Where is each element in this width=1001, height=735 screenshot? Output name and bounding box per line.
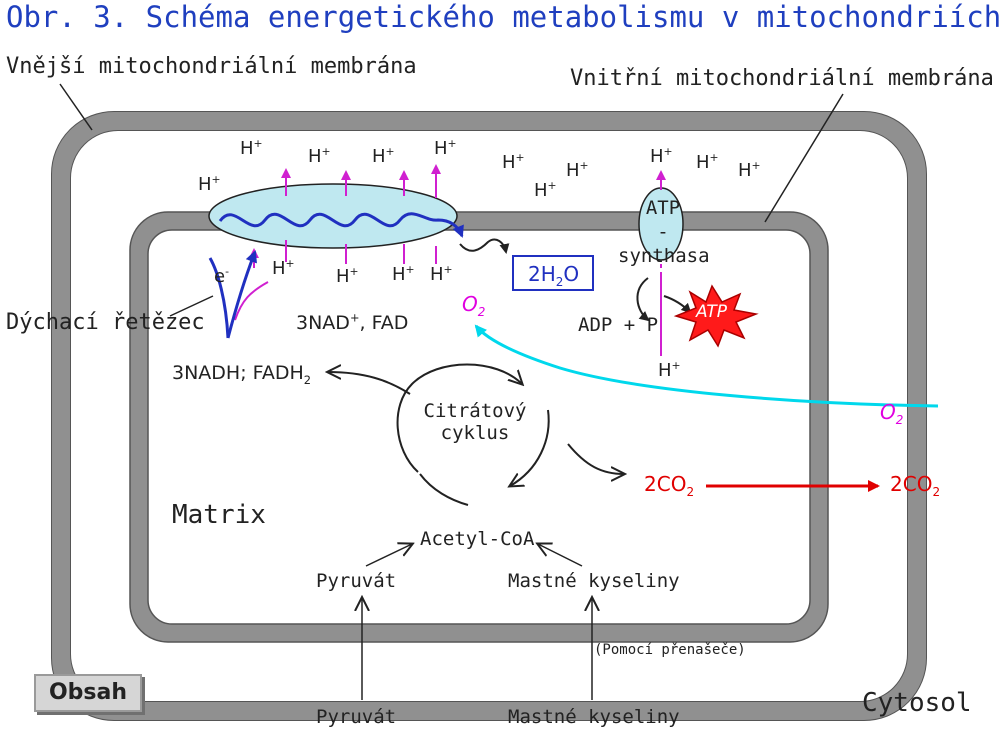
proton-label: H+ (696, 151, 719, 173)
co2-outer-label: 2CO2 (890, 472, 941, 499)
citric-cycle-label: Citrátový cyklus (423, 400, 527, 444)
proton-label: H+ (502, 151, 525, 173)
atp-synthase-label: ATP - synthasa (618, 197, 710, 267)
proton-label: H+ (198, 173, 221, 195)
electron-label: e- (214, 265, 229, 287)
inner-membrane-label: Vnitřní mitochondriální membrána (570, 66, 994, 91)
water-label: 2H2O (528, 262, 580, 289)
citric-cycle-right (510, 409, 550, 486)
adp-p-label: ADP + P (578, 314, 659, 336)
page-title: Obr. 3. Schéma energetického metabolismu… (6, 0, 1001, 34)
atp-burst (673, 284, 759, 348)
outer-membrane-label: Vnější mitochondriální membrána (6, 54, 417, 79)
o2-outer-label: O2 (880, 400, 904, 427)
pyruvate-outer-label: Pyruvát (316, 706, 397, 728)
atp-burst-label: ATP (696, 302, 728, 322)
pyruvate-inner-label: Pyruvát (316, 570, 397, 592)
electron-flow-path (218, 212, 464, 238)
proton-label: H+ (240, 137, 263, 159)
proton-label: H+ (336, 265, 359, 287)
proton-label: H+ (272, 257, 295, 279)
nadh-arrow (328, 372, 411, 395)
proton-label: H+ (658, 359, 681, 381)
respiratory-complex (208, 183, 458, 249)
matrix-label: Matrix (172, 500, 266, 530)
fatty-acids-inner-label: Mastné kyseliny (508, 570, 680, 592)
nadh-fadh-label: 3NADH; FADH2 (172, 362, 312, 387)
mitochondrion-diagram (51, 83, 939, 721)
diagram-canvas: Obr. 3. Schéma energetického metabolismu… (6, 0, 1001, 728)
proton-label: H+ (650, 145, 673, 167)
proton-label: H+ (534, 179, 557, 201)
proton-label: H+ (392, 263, 415, 285)
cytosol-label: Cytosol (862, 688, 972, 718)
inner-membrane (129, 211, 829, 643)
co2-cycle-arrow (567, 443, 624, 474)
proton-label: H+ (430, 263, 453, 285)
co2-inner-label: 2CO2 (644, 472, 695, 499)
acetyl-coa-label: Acetyl-CoA (420, 528, 535, 550)
proton-label: H+ (434, 137, 457, 159)
respiratory-chain-label: Dýchací řetězec (6, 310, 205, 335)
water-box (512, 255, 594, 291)
contents-button[interactable]: Obsah (34, 674, 142, 712)
proton-label: H+ (308, 145, 331, 167)
carrier-note: (Pomocí přenašeče) (594, 642, 746, 658)
fatty-acids-outer-label: Mastné kyseliny (508, 706, 680, 728)
oxygen-path (474, 324, 939, 408)
proton-label: H+ (372, 145, 395, 167)
citric-cycle-left (396, 363, 522, 473)
o2-inner-label: O2 (462, 292, 486, 319)
proton-label: H+ (566, 159, 589, 181)
proton-label: H+ (738, 159, 761, 181)
nad-fad-label: 3NAD+, FAD (296, 310, 409, 334)
